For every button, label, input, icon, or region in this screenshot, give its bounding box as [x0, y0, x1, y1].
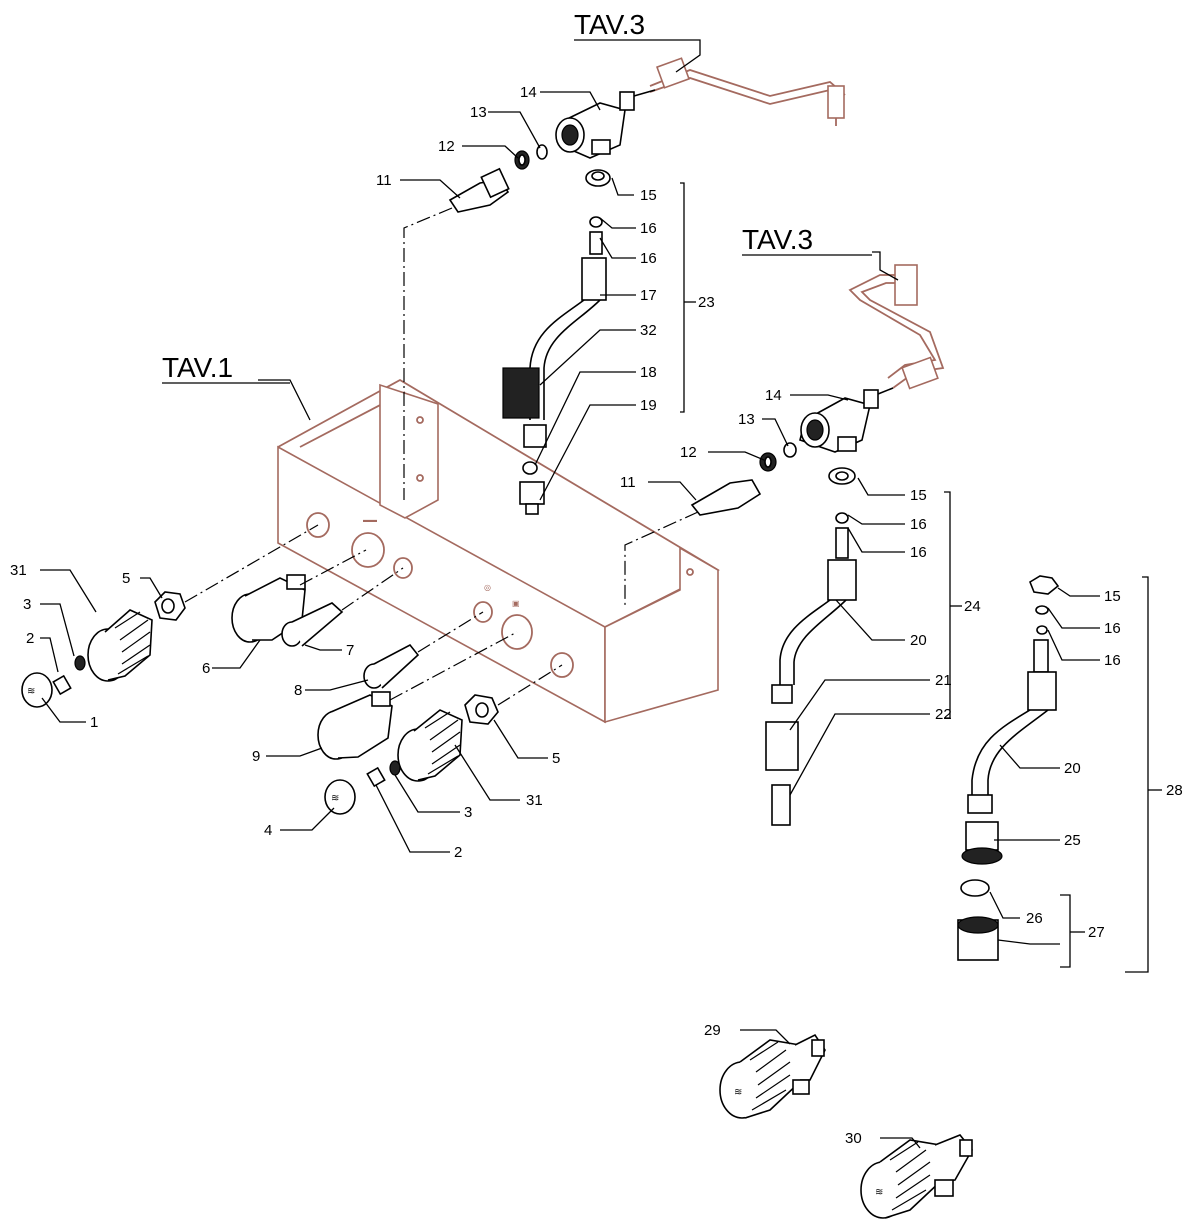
part-number: 19: [640, 397, 657, 414]
part-number: 12: [438, 138, 455, 155]
part-number: 11: [620, 474, 636, 491]
part-number: 7: [346, 642, 354, 659]
part-number: 9: [252, 748, 260, 765]
upper-valve-assembly: [448, 89, 656, 515]
svg-text:≋: ≋: [331, 793, 339, 804]
svg-text:◎: ◎: [484, 583, 491, 592]
part-number: 31: [526, 792, 543, 809]
knob-assembly-30: ≋: [860, 1134, 973, 1219]
part-number: 16: [1104, 652, 1121, 669]
part-number: 28: [1166, 782, 1183, 799]
part-number: 32: [640, 322, 657, 339]
panel-components: ≋ ≋: [21, 574, 499, 815]
part-number: 22: [935, 706, 952, 723]
svg-text:▬▬: ▬▬: [363, 517, 377, 524]
part-number: 16: [640, 220, 657, 237]
part-number: 25: [1064, 832, 1081, 849]
part-number: 31: [10, 562, 27, 579]
part-number: 2: [454, 844, 462, 861]
part-number: 16: [910, 544, 927, 561]
part-number: 2: [26, 630, 34, 647]
part-number: 15: [1104, 588, 1121, 605]
front-panel: ▬▬ ◎ ▣: [277, 378, 720, 724]
wand-assembly: [957, 575, 1060, 961]
part-number: 29: [704, 1022, 721, 1039]
right-valve-assembly: [690, 387, 894, 826]
knob-assembly-29: ≋: [719, 1033, 826, 1119]
part-number: 3: [23, 596, 31, 613]
part-number: 20: [910, 632, 927, 649]
part-number: 3: [464, 804, 472, 821]
part-number: 16: [640, 250, 657, 267]
part-number: 16: [1104, 620, 1121, 637]
part-number: 16: [910, 516, 927, 533]
part-number: 14: [520, 84, 537, 101]
part-number: 5: [122, 570, 130, 587]
part-number: 1: [90, 714, 98, 731]
tav3-top-tube: [649, 57, 846, 126]
part-number: 30: [845, 1130, 862, 1147]
part-number: 27: [1088, 924, 1105, 941]
part-number: 12: [680, 444, 697, 461]
alignment-lines: [184, 207, 699, 706]
part-number: 14: [765, 387, 782, 404]
part-number: 26: [1026, 910, 1043, 927]
part-number: 13: [470, 104, 487, 121]
part-number: 5: [552, 750, 560, 767]
part-number: 11: [376, 172, 392, 189]
tav3-top-label: TAV.3: [574, 9, 645, 40]
part-number: 6: [202, 660, 210, 677]
svg-text:≋: ≋: [734, 1087, 742, 1098]
part-number: 15: [910, 487, 927, 504]
part-number: 4: [264, 822, 272, 839]
part-number: 21: [935, 672, 952, 689]
tav1-label: TAV.1: [162, 352, 233, 383]
svg-text:▣: ▣: [512, 599, 520, 608]
part-number: 15: [640, 187, 657, 204]
reference-labels: TAV.3 TAV.3 TAV.1: [162, 9, 872, 384]
leader-lines: [40, 39, 1162, 1149]
part-number: 8: [294, 682, 302, 699]
part-number: 20: [1064, 760, 1081, 777]
tav3-right-tube: [848, 264, 945, 390]
part-number: 24: [964, 598, 981, 615]
part-number: 13: [738, 411, 755, 428]
svg-text:≋: ≋: [27, 686, 35, 697]
part-number: 17: [640, 287, 657, 304]
part-numbers: 14 13 12 11 15 16 16 17 23 32 18 19 14 1…: [10, 84, 1183, 1147]
part-number: 18: [640, 364, 657, 381]
part-number: 23: [698, 294, 715, 311]
svg-text:≋: ≋: [875, 1187, 883, 1198]
tav3-right-label: TAV.3: [742, 224, 813, 255]
